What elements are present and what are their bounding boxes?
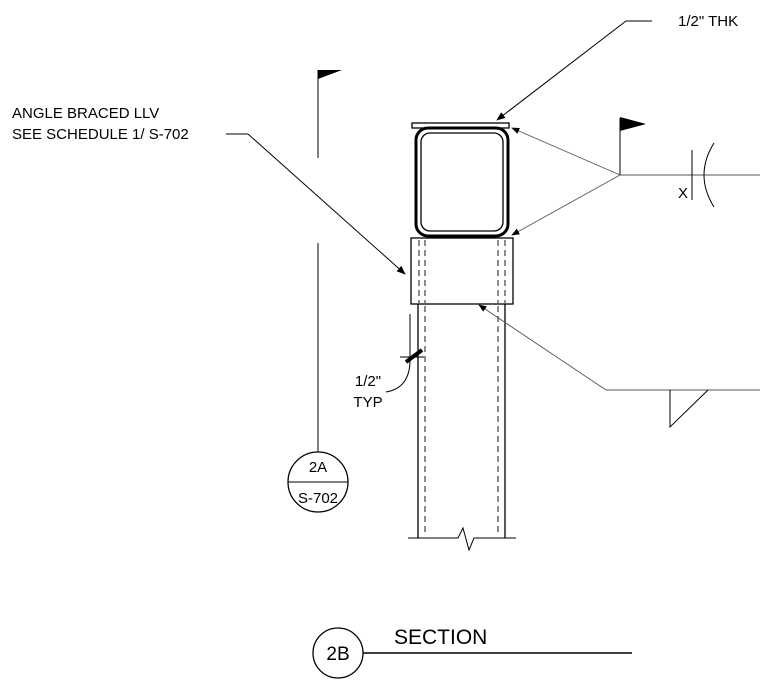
title-number: 2B (326, 644, 349, 665)
field-weld-flag (620, 117, 646, 131)
section-cut-bubble: 2A S-702 (287, 451, 349, 513)
break-line (408, 526, 516, 552)
section-cut-sheet: S-702 (298, 490, 338, 507)
fillet-weld-triangle (669, 389, 709, 429)
section-cut-number: 2A (309, 459, 327, 476)
lower-weld-symbol (478, 304, 760, 429)
plate-thickness-callout: 1/2" THK (496, 13, 738, 121)
plate-thickness-label: 1/2" THK (678, 13, 738, 30)
weld-callout: 1/2" TYP (353, 314, 424, 411)
column (408, 304, 516, 552)
title-block: 2B SECTION (312, 626, 632, 679)
upper-weld-symbol: X (511, 117, 760, 236)
angle-brace-connection (410, 237, 514, 305)
angle-brace-note-line1: ANGLE BRACED LLV (12, 105, 159, 122)
angle-brace-callout: ANGLE BRACED LLV SEE SCHEDULE 1/ S-702 (12, 105, 406, 275)
section-cut-flag (318, 70, 342, 79)
weld-size-label: 1/2" (355, 373, 381, 390)
weld-tail-label: X (678, 185, 688, 202)
angle-brace-note-line2: SEE SCHEDULE 1/ S-702 (12, 126, 189, 143)
section-cut-line (317, 70, 342, 455)
hss-tube (414, 126, 510, 238)
title-text: SECTION (394, 626, 487, 649)
weld-typ-label: TYP (353, 394, 382, 411)
